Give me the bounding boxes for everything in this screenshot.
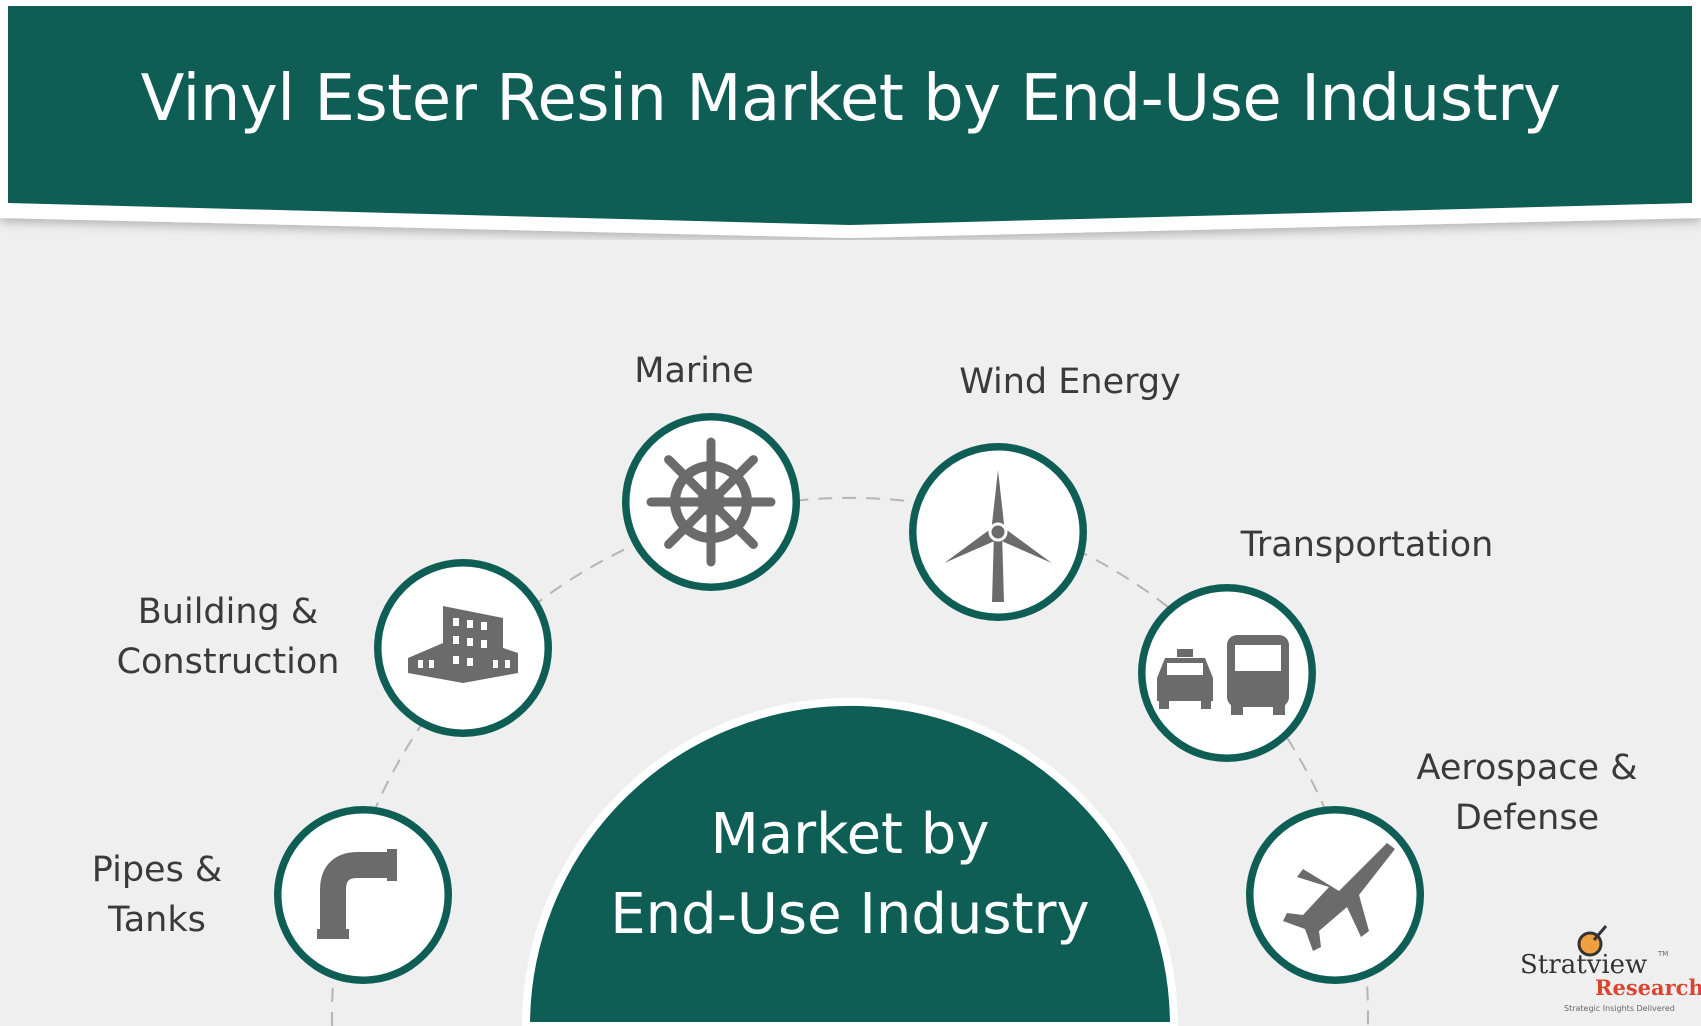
label-pipes-tanks: Pipes &Tanks: [91, 850, 223, 940]
center-line-1: Market by: [710, 802, 990, 867]
wind-turbine-icon: [944, 470, 1052, 602]
label-aerospace-defense: Aerospace &Defense: [1416, 748, 1638, 838]
dashed-arc: [331, 496, 1369, 1026]
building-icon: [408, 606, 518, 683]
center-circle: [521, 698, 1179, 1026]
label-marine: Marine: [634, 351, 754, 391]
vehicles-icon: [1157, 635, 1289, 715]
pipe-elbow-icon: [317, 849, 397, 939]
node-marine: [622, 413, 800, 591]
airplane-icon: [1283, 843, 1395, 951]
title-banner: [0, 0, 1701, 238]
label-building-construction: Building &Construction: [116, 592, 340, 682]
node-pipes: [274, 806, 452, 984]
center-line-2: End-Use Industry: [610, 882, 1090, 947]
ship-wheel-icon: [646, 437, 776, 567]
label-transportation: Transportation: [1240, 525, 1494, 565]
label-wind-energy: Wind Energy: [959, 362, 1181, 402]
stratview-logo: Stratview TM Research Strategic Insights…: [1520, 920, 1701, 1020]
node-wind-energy: [909, 443, 1087, 621]
node-transportation: [1138, 584, 1316, 762]
node-building: [374, 559, 552, 737]
node-aerospace: [1246, 806, 1424, 984]
page-title: Vinyl Ester Resin Market by End-Use Indu…: [140, 62, 1561, 136]
